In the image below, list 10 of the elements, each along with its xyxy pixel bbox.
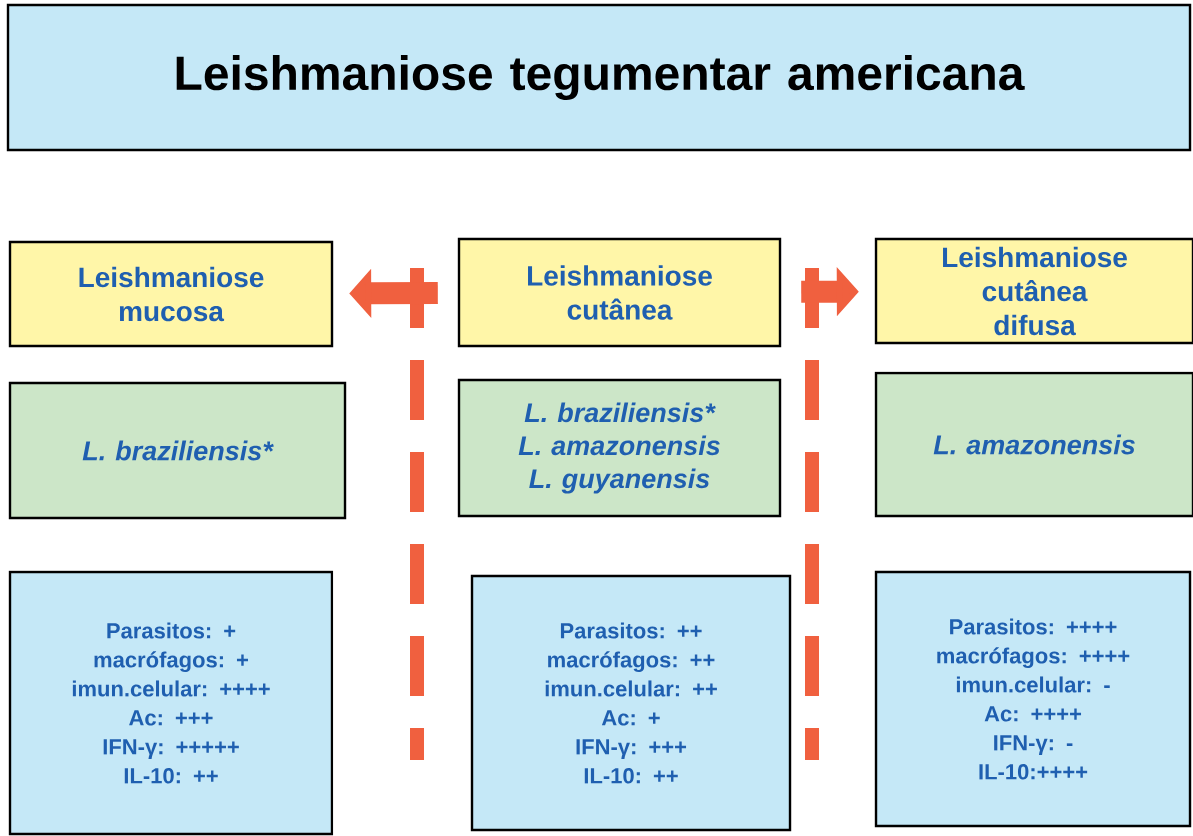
findings-box: Parasitos: + macrófagos: + imun.celular: ++++ Ac: +++ IFN-γ: +++++ IL-10: ++: [8, 570, 334, 836]
disease-box: Leishmaniose cutânea: [457, 237, 782, 348]
species-box: L. braziliensis* L. amazonensis L. guyanensis: [457, 378, 782, 518]
title-box: Leishmaniose tegumentar americana: [6, 3, 1192, 152]
findings-box: Parasitos: ++++ macrófagos: ++++ imun.celular: - Ac: ++++ IFN-γ: - IL-10:++++: [874, 570, 1192, 828]
disease-box: Leishmaniose cutânea difusa: [874, 237, 1193, 345]
disease-box: Leishmaniose mucosa: [8, 240, 334, 348]
findings-box: Parasitos: ++ macrófagos: ++ imun.celular: ++ Ac: + IFN-γ: +++ IL-10: ++: [470, 574, 792, 832]
species-box: L. amazonensis: [874, 371, 1193, 518]
species-box: L. braziliensis*: [8, 381, 347, 520]
